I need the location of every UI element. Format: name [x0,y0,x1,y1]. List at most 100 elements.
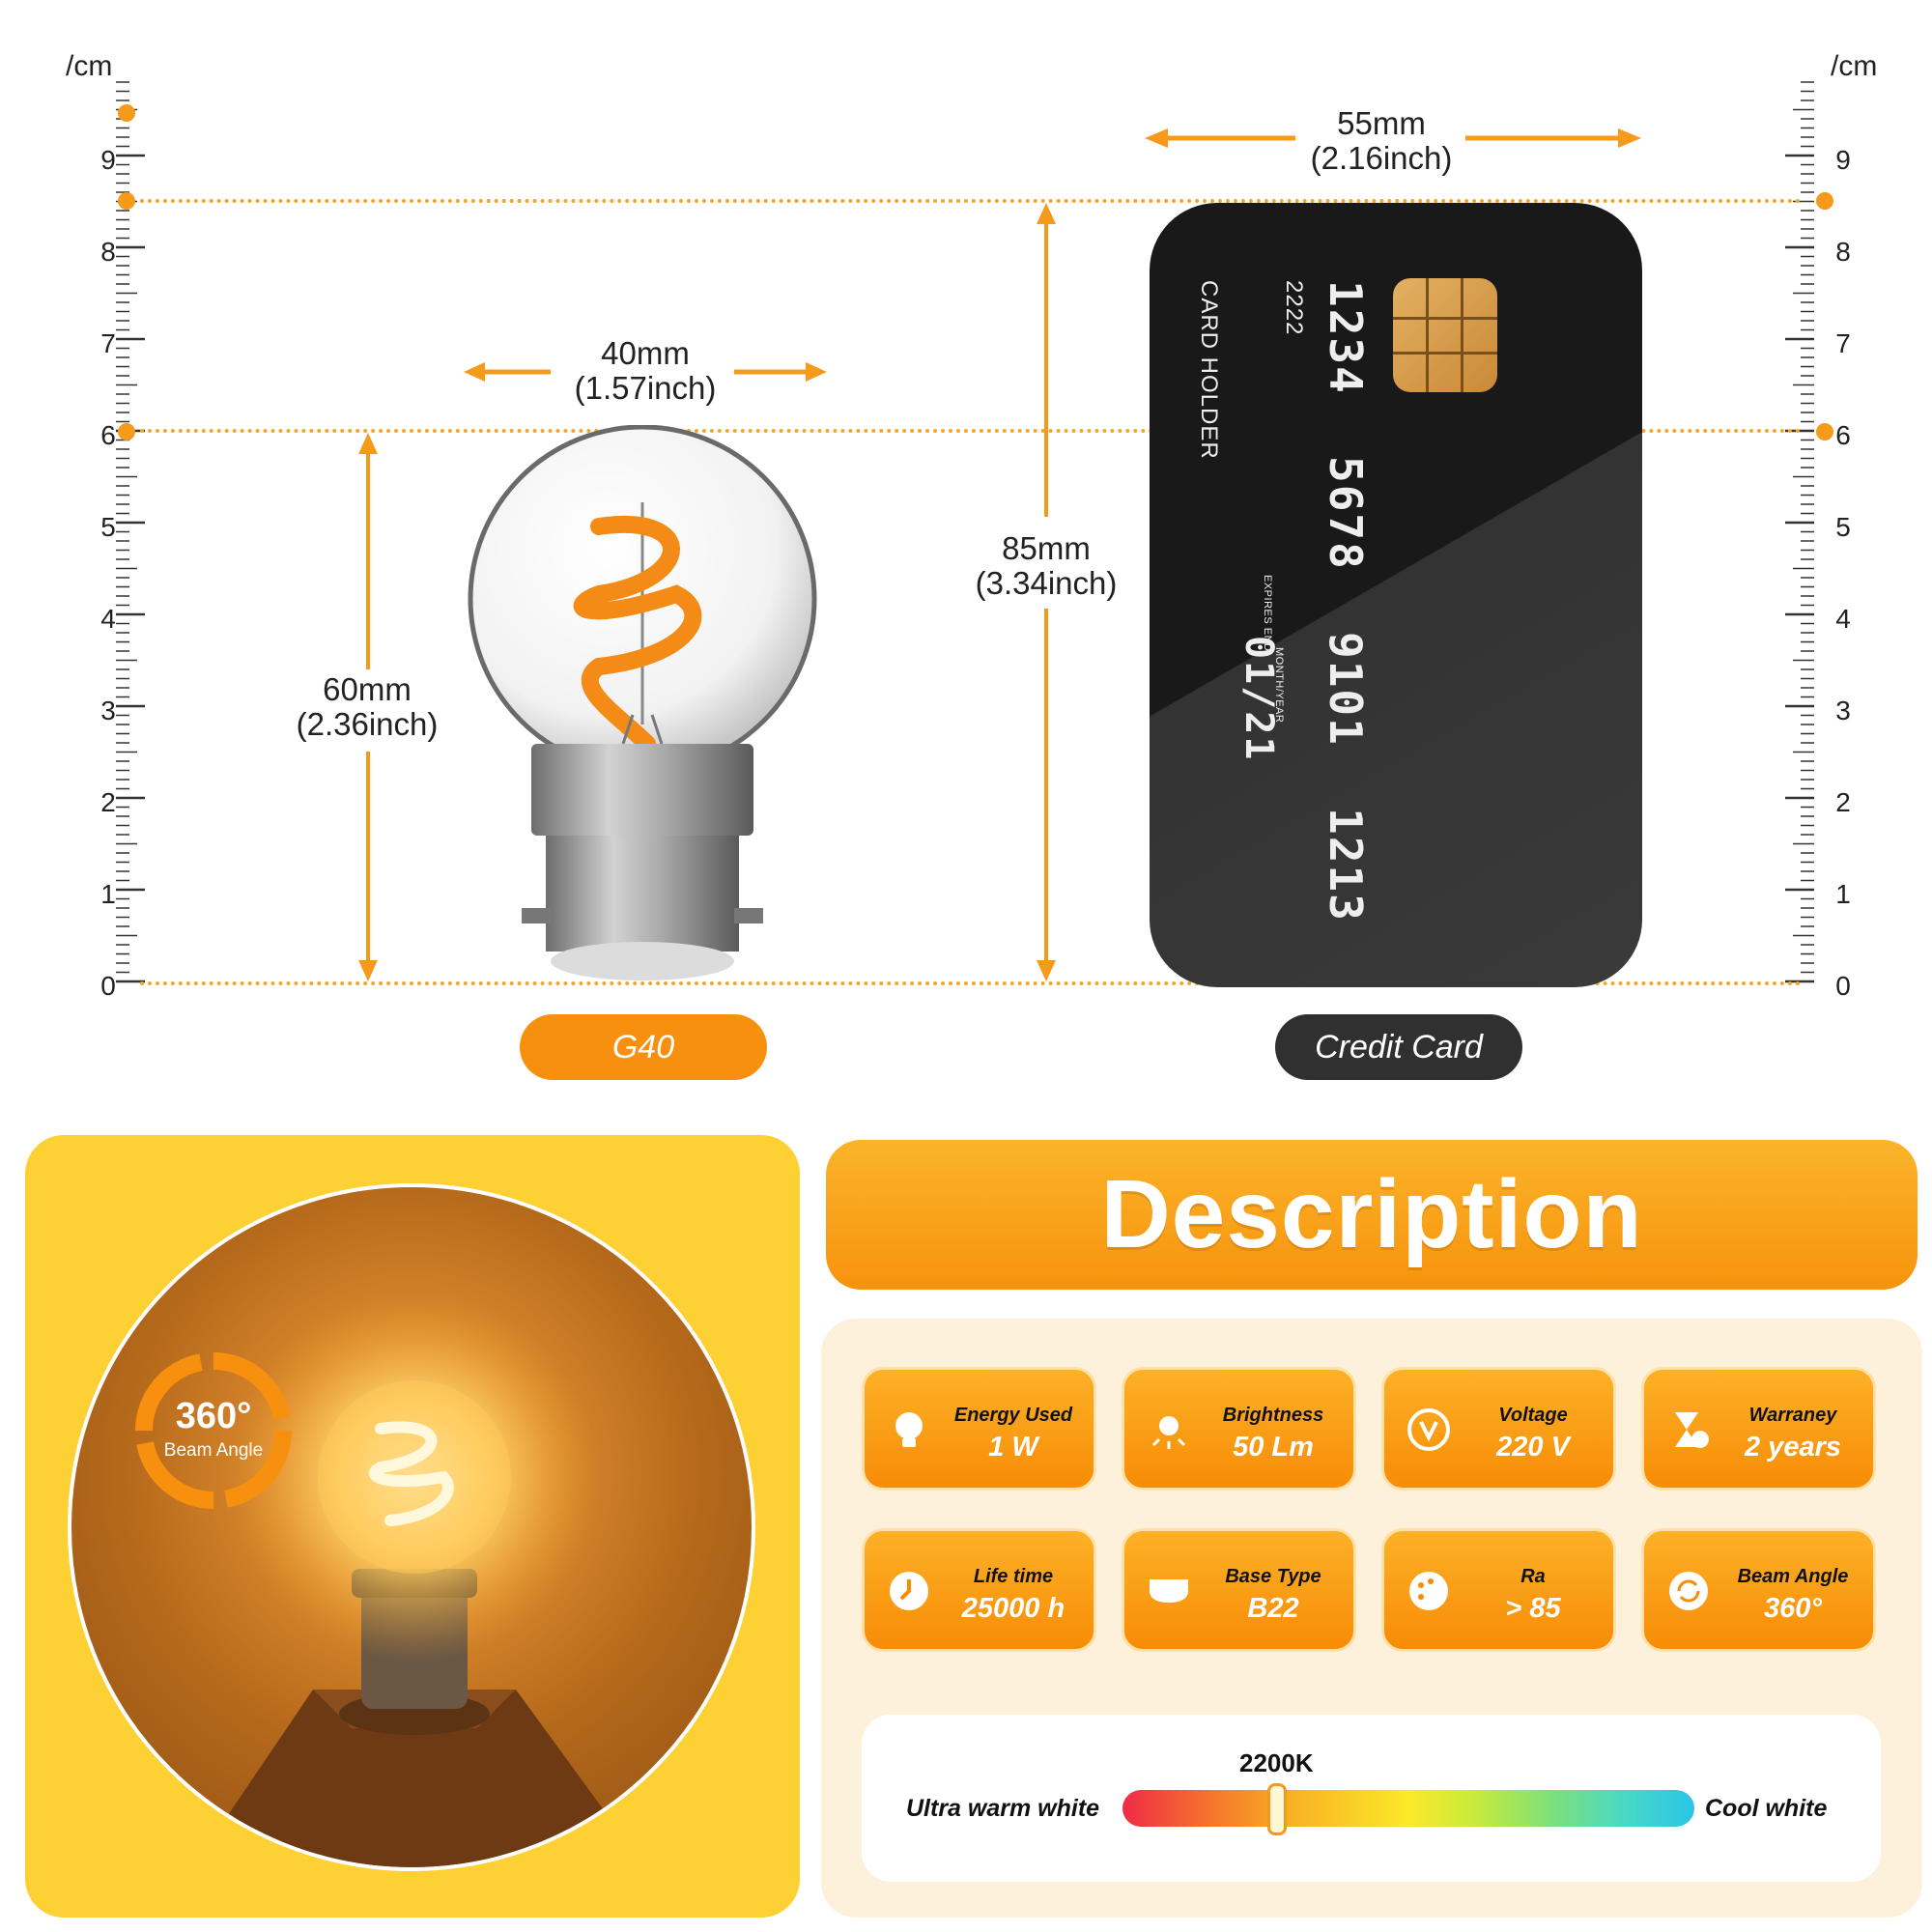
ruler-left-tick: 5 [100,512,116,542]
brightness-icon [1151,1416,1186,1449]
card-width-arrow [1145,128,1641,148]
guide-dot [1816,192,1833,210]
card-height-arrow [1037,203,1056,981]
ruler-left-tick: 1 [100,879,116,909]
card-height-label: 85mm (3.34inch) [950,531,1143,601]
spec-label: Base Type [1225,1566,1321,1587]
spec-tile-lifetime: Life time 25000 h [862,1528,1096,1652]
lit-bulb-photo [68,1183,755,1871]
g40-bulb-image [468,425,817,980]
spec-value: 25000 h [961,1593,1065,1624]
spec-label: Warraney [1748,1405,1837,1426]
guide-line-base [140,981,1802,985]
bulb-width-mm: 40mm [601,335,690,371]
spec-tile-ra: Ra > 85 [1381,1528,1616,1652]
ruler-right-tick: 9 [1835,145,1851,175]
card-height-mm: 85mm [1002,530,1091,566]
card-code-text: 2222 [1281,280,1307,336]
card-label-pill: Credit Card [1275,1014,1522,1080]
bulb-label-pill: G40 [520,1014,767,1080]
spec-tile-base-type: Base Type B22 [1122,1528,1356,1652]
spec-tile-voltage: Voltage 220 V [1381,1367,1616,1491]
hourglass-icon [1675,1412,1709,1448]
bulb-width-arrow [464,362,827,382]
spec-value: 1 W [988,1432,1038,1463]
spec-label: Beam Angle [1737,1566,1849,1587]
card-height-inch: (3.34inch) [975,565,1118,601]
ruler-left-tick: 9 [100,145,116,175]
spec-label: Voltage [1498,1405,1568,1426]
bulb-height-label: 60mm (2.36inch) [270,672,464,742]
credit-card-image: CARD HOLDER 2222 1234 5678 9101 1213 EXP… [1150,203,1642,987]
guide-line-card-top [140,199,1802,203]
voltage-icon [1407,1408,1450,1451]
rotate-icon [1669,1572,1708,1610]
ruler-right-tick: 1 [1835,879,1851,909]
ruler-right-tick: 5 [1835,512,1851,542]
ruler-right [1785,81,1814,983]
ruler-unit-right: /cm [1831,50,1878,82]
guide-dot [1816,423,1833,440]
spec-tile-beam-angle: Beam Angle 360° [1641,1528,1876,1652]
ruler-right-tick: 4 [1835,604,1851,634]
bulb-height-inch: (2.36inch) [296,706,439,742]
spec-value: 220 V [1496,1432,1570,1463]
ruler-right-tick: 3 [1835,696,1851,725]
ruler-left-tick: 3 [100,696,116,725]
card-holder-text: CARD HOLDER [1196,280,1222,460]
spec-value: > 85 [1505,1593,1561,1624]
ruler-right-tick: 8 [1835,237,1851,267]
description-banner: Description [826,1140,1918,1290]
ruler-left-tick: 0 [100,971,116,1001]
spec-value: 360° [1764,1593,1822,1624]
spec-tile-brightness: Brightness 50 Lm [1122,1367,1356,1491]
spec-value: 2 years [1745,1432,1841,1463]
spec-tile-warranty: Warraney 2 years [1641,1367,1876,1491]
color-temp-gradient-bar [1122,1790,1694,1827]
spec-label: Brightness [1222,1405,1324,1426]
bulb-width-inch: (1.57inch) [574,370,717,406]
base-icon [1150,1579,1188,1603]
card-width-mm: 55mm [1337,105,1426,141]
card-month-year-label: MONTH/YEAR [1273,647,1285,724]
card-width-inch: (2.16inch) [1310,140,1453,176]
bulb-width-label: 40mm (1.57inch) [549,336,742,406]
bulb-height-mm: 60mm [323,671,412,707]
ruler-right-tick: 2 [1835,787,1851,817]
clock-icon [890,1572,928,1610]
ruler-left-tick: 6 [100,420,116,450]
beam-angle-value: 360° [175,1396,252,1436]
color-temp-warm-label: Ultra warm white [906,1795,1100,1822]
card-number-group: 9101 [1320,632,1372,747]
card-chip-icon [1393,278,1497,392]
ruler-left-tick: 4 [100,604,116,634]
description-title: Description [1100,1160,1643,1268]
bulb-icon [895,1412,923,1447]
color-temp-marker [1266,1783,1287,1835]
card-number-group: 1213 [1320,808,1372,923]
ruler-right-tick: 0 [1835,971,1851,1001]
card-number-group: 5678 [1320,456,1372,571]
ruler-left-tick: 2 [100,787,116,817]
spec-label: Ra [1520,1566,1546,1587]
spec-tile-energy: Energy Used 1 W [862,1367,1096,1491]
beam-angle-label: Beam Angle [163,1440,264,1461]
guide-dot [118,104,135,122]
lit-bulb-illustration [192,1293,646,1867]
color-temp-cool-label: Cool white [1705,1795,1828,1822]
bulb-height-arrow [358,433,378,981]
guide-line-bulb-top [140,429,1802,433]
ruler-unit-left: /cm [66,50,113,82]
beam-angle-ring-icon [135,1352,292,1509]
spec-label: Life time [973,1566,1054,1587]
spec-value: B22 [1247,1593,1299,1624]
card-width-label: 55mm (2.16inch) [1285,106,1478,176]
spec-label: Energy Used [953,1405,1073,1426]
ruler-left-tick: 7 [100,328,116,358]
spec-value: 50 Lm [1233,1432,1314,1463]
guide-dot [118,423,135,440]
ruler-left-tick: 8 [100,237,116,267]
color-temp-value: 2200K [1239,1748,1314,1777]
palette-icon [1409,1572,1448,1610]
card-number-group: 1234 [1320,280,1372,395]
